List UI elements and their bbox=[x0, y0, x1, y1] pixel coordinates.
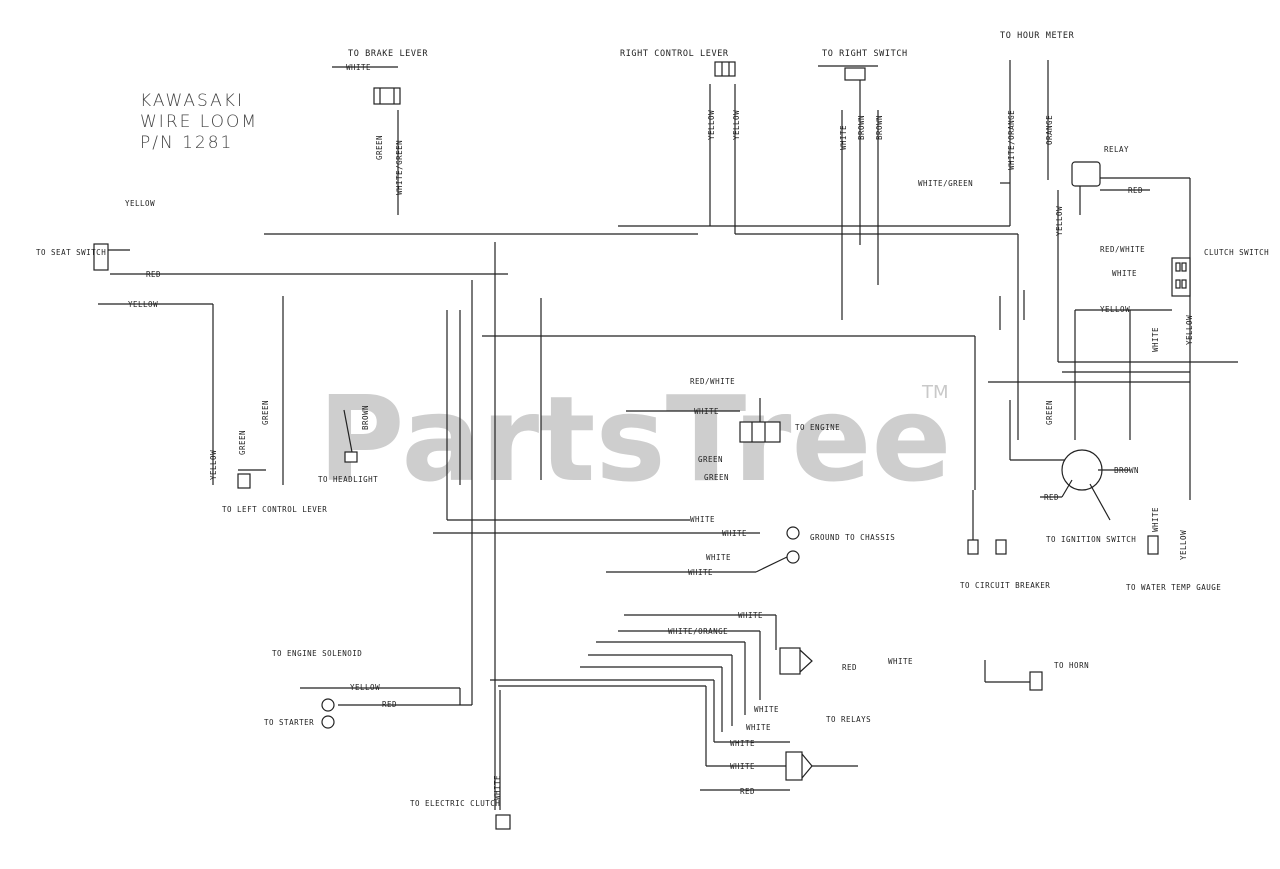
brake-lever-label: TO BRAKE LEVER bbox=[348, 49, 428, 59]
hm-wire-label: WHITE/ORANGE bbox=[1007, 110, 1016, 170]
white-r3: WHITE bbox=[730, 739, 755, 748]
relay-bundle bbox=[490, 614, 858, 810]
right-switch-connector bbox=[818, 65, 878, 81]
headlight-connector bbox=[343, 409, 358, 463]
white-g4: WHITE bbox=[688, 568, 713, 577]
seat-switch-label: TO SEAT SWITCH bbox=[36, 248, 106, 257]
harness-trunks bbox=[110, 80, 1238, 810]
white-g1: WHITE bbox=[690, 515, 715, 524]
title-line-1: KAWASAKI bbox=[140, 91, 244, 111]
seat-red-label: RED bbox=[146, 270, 161, 279]
white-r2: WHITE bbox=[746, 723, 771, 732]
rc-yellow-2: YELLOW bbox=[732, 110, 741, 140]
green-label: GREEN bbox=[375, 135, 384, 160]
rc-yellow-1: YELLOW bbox=[707, 110, 716, 140]
lc-green-1: GREEN bbox=[238, 430, 247, 455]
right-switch-label: TO RIGHT SWITCH bbox=[822, 49, 908, 59]
ignition-switch bbox=[1040, 449, 1130, 521]
horn-label: TO HORN bbox=[1054, 661, 1089, 670]
clutch-white: WHITE bbox=[1112, 269, 1137, 278]
electric-clutch-connector bbox=[495, 814, 511, 830]
engine-solenoid-label: TO ENGINE SOLENOID bbox=[272, 649, 362, 658]
left-control-label: TO LEFT CONTROL LEVER bbox=[222, 505, 327, 514]
ignition-label: TO IGNITION SWITCH bbox=[1046, 535, 1136, 544]
water-temp-connector bbox=[1147, 535, 1159, 555]
rs-white: WHITE bbox=[839, 125, 848, 150]
engine-connector bbox=[626, 398, 781, 443]
engine-white: WHITE bbox=[694, 407, 719, 416]
title-line-2: WIRE LOOM bbox=[140, 112, 258, 132]
white-r1: WHITE bbox=[754, 705, 779, 714]
white-g3: WHITE bbox=[706, 553, 731, 562]
white-g2: WHITE bbox=[722, 529, 747, 538]
rs-brown-2: BROWN bbox=[875, 115, 884, 140]
white-mid: WHITE bbox=[738, 611, 763, 620]
hm-orange-label: ORANGE bbox=[1045, 115, 1054, 145]
hour-meter-wires bbox=[1009, 60, 1049, 180]
ign-green: GREEN bbox=[1045, 400, 1054, 425]
relay-label: RELAY bbox=[1104, 145, 1129, 154]
title-line-3: P/N 1281 bbox=[140, 133, 233, 153]
ign-red: RED bbox=[1044, 493, 1059, 502]
white-orange: WHITE/ORANGE bbox=[668, 627, 728, 636]
ec-white: WHITE bbox=[493, 775, 502, 800]
lc-green-2: GREEN bbox=[261, 400, 270, 425]
hour-meter-label: TO HOUR METER bbox=[1000, 31, 1075, 41]
clutch-red-white: RED/WHITE bbox=[1100, 245, 1145, 254]
relays-label: TO RELAYS bbox=[826, 715, 871, 724]
seat-switch-connector bbox=[93, 243, 130, 271]
white-r4: WHITE bbox=[730, 762, 755, 771]
circuit-breaker-label: TO CIRCUIT BREAKER bbox=[960, 581, 1050, 590]
ground-terminals bbox=[606, 526, 800, 573]
right-control-label: RIGHT CONTROL LEVER bbox=[620, 49, 729, 59]
engine-green-2: GREEN bbox=[704, 473, 729, 482]
relay-yellow: YELLOW bbox=[1055, 206, 1064, 236]
left-yellow-label: YELLOW bbox=[128, 300, 158, 309]
red-mid: RED bbox=[842, 663, 857, 672]
watermark: PartsTree bbox=[318, 370, 952, 508]
white-green-label: WHITE/GREEN bbox=[395, 140, 404, 195]
relay-red: RED bbox=[1128, 186, 1143, 195]
ign-brown: BROWN bbox=[1114, 466, 1139, 475]
relay-symbol bbox=[1071, 161, 1150, 215]
brake-lever-connector bbox=[332, 66, 401, 105]
water-temp-label: TO WATER TEMP GAUGE bbox=[1126, 583, 1221, 592]
red-r: RED bbox=[740, 787, 755, 796]
engine-red-white: RED/WHITE bbox=[690, 377, 735, 386]
wt-yellow: YELLOW bbox=[1179, 530, 1188, 560]
ground-label: GROUND TO CHASSIS bbox=[810, 533, 895, 542]
rs-brown-1: BROWN bbox=[857, 115, 866, 140]
clutch-switch-label: CLUTCH SWITCH bbox=[1204, 248, 1269, 257]
white-green-2-label: WHITE/GREEN bbox=[918, 179, 973, 188]
solenoid-yellow: YELLOW bbox=[350, 683, 380, 692]
clutch-yellow: YELLOW bbox=[1100, 305, 1130, 314]
electric-clutch-label: TO ELECTRIC CLUTCH bbox=[410, 799, 500, 808]
ws-white: WHITE bbox=[1151, 507, 1160, 532]
engine-label: TO ENGINE bbox=[795, 423, 840, 432]
clutch-yellow-2: YELLOW bbox=[1185, 315, 1194, 345]
brake-white-label: WHITE bbox=[346, 63, 371, 72]
watermark-tm: TM bbox=[921, 382, 949, 403]
circuit-breaker-connector bbox=[967, 490, 1007, 555]
solenoid-red: RED bbox=[382, 700, 397, 709]
lc-yellow: YELLOW bbox=[209, 450, 218, 480]
clutch-switch-connector bbox=[1171, 257, 1191, 297]
headlight-brown: BROWN bbox=[361, 405, 370, 430]
solenoid-starter-wires bbox=[300, 687, 472, 729]
engine-green: GREEN bbox=[698, 455, 723, 464]
left-control-wires bbox=[98, 296, 284, 489]
white-mid-2: WHITE bbox=[888, 657, 913, 666]
clutch-white-2: WHITE bbox=[1151, 327, 1160, 352]
horn-connector bbox=[984, 660, 1043, 691]
right-control-connector bbox=[714, 61, 736, 77]
headlight-label: TO HEADLIGHT bbox=[318, 475, 378, 484]
yellow-top-label: YELLOW bbox=[125, 199, 155, 208]
starter-label: TO STARTER bbox=[264, 718, 314, 727]
